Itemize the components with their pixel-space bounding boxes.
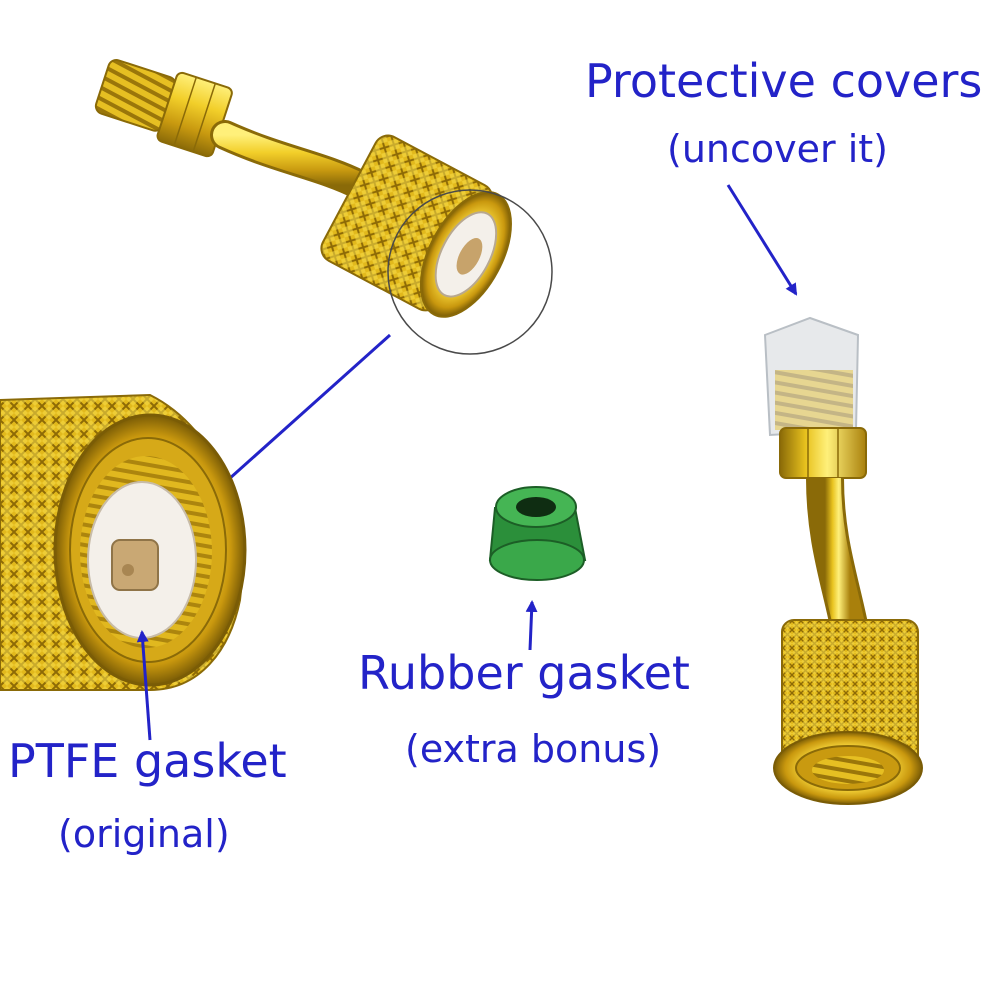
- zoom-connector-line: [198, 333, 392, 507]
- top-adapter: [94, 59, 553, 355]
- rubber-arrow: [525, 600, 538, 651]
- ptfe-arrow: [136, 630, 152, 741]
- right-adapter: [763, 316, 923, 805]
- protective-arrow: [726, 184, 798, 296]
- rubber-gasket: [488, 486, 587, 581]
- rubber-gasket-label: Rubber gasket: [358, 646, 690, 700]
- rubber-gasket-note: (extra bonus): [405, 727, 662, 771]
- ptfe-gasket-note: (original): [58, 812, 230, 856]
- protective-covers-note: (uncover it): [667, 127, 888, 171]
- zoom-circle: [387, 189, 553, 355]
- protective-covers-label: Protective covers: [585, 54, 983, 108]
- zoomed-nut: [0, 393, 247, 691]
- ptfe-gasket-label: PTFE gasket: [8, 734, 287, 788]
